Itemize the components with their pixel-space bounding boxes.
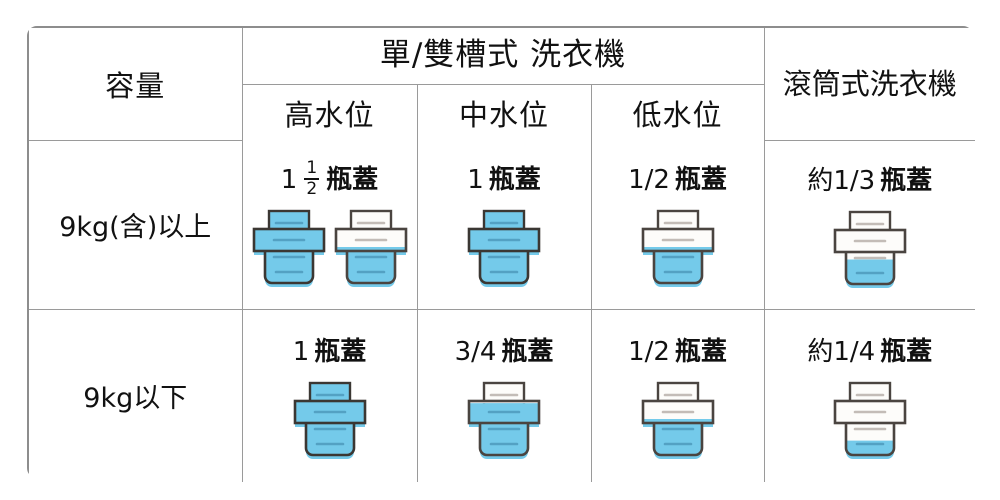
header-drum-washer-label: 滾筒式洗衣機 [782, 66, 957, 101]
bottle-cap-icon-r0c2k0 [641, 210, 714, 288]
bottle-cap-icon-r1c3k0 [833, 381, 907, 459]
dose-unit: 瓶蓋 [501, 336, 554, 367]
row-label-cell-0: 9kg(含)以上 [29, 140, 243, 310]
dose-amount-text: 1 [467, 165, 484, 196]
cap-icon-group [833, 208, 907, 288]
header-water-mid-label: 中水位 [458, 97, 549, 132]
bottle-cap-icon-r0c0k1 [334, 210, 407, 288]
cap-icon-group [467, 379, 541, 459]
header-water-high-label: 高水位 [284, 97, 375, 132]
bottle-cap-icon-r0c0k0 [252, 210, 325, 288]
table-head: 容量 單/雙槽式 洗衣機 滾筒式洗衣機 高水位 中水位 [29, 28, 975, 141]
dosage-table: 容量 單/雙槽式 洗衣機 滾筒式洗衣機 高水位 中水位 [29, 28, 975, 482]
dose-unit: 瓶蓋 [314, 336, 367, 367]
dose-unit: 瓶蓋 [326, 165, 379, 196]
row-label-cell-1: 9kg以下 [29, 308, 243, 482]
dose-unit: 瓶蓋 [880, 165, 933, 196]
bottle-cap-icon-r1c1k0 [467, 381, 541, 459]
bottle-cap-icon-r0c3k0 [833, 210, 907, 288]
header-washer-group: 單/雙槽式 洗衣機 [241, 28, 765, 85]
fraction-numerator: 1 [306, 158, 318, 179]
header-water-low: 低水位 [590, 84, 764, 140]
cap-icon-group [641, 379, 715, 459]
header-row-group: 容量 單/雙槽式 洗衣機 滾筒式洗衣機 [29, 28, 975, 141]
bottle-cap-icon-r1c0k0 [293, 381, 366, 459]
header-water-high: 高水位 [242, 84, 418, 140]
dosage-table-frame: 容量 單/雙槽式 洗衣機 滾筒式洗衣機 高水位 中水位 [27, 26, 975, 482]
row-label: 9kg(含)以上 [59, 212, 212, 243]
bottle-cap-icon-r0c1k0 [467, 210, 541, 288]
cap-icon-group [252, 207, 408, 288]
dose-unit: 瓶蓋 [488, 165, 541, 196]
fraction-denominator: 2 [304, 178, 320, 200]
header-row-sub: 高水位 中水位 低水位 [29, 84, 975, 140]
header-capacity-label: 容量 [105, 68, 166, 103]
header-water-mid: 中水位 [416, 84, 592, 140]
cap-icon-group [467, 207, 541, 288]
dose-unit: 瓶蓋 [880, 336, 933, 367]
cap-icon-group [833, 379, 907, 459]
bottle-cap-icon-r1c2k0 [641, 381, 714, 459]
header-water-low-label: 低水位 [632, 97, 723, 132]
dose-unit: 瓶蓋 [674, 336, 727, 367]
cap-icon-group [641, 207, 715, 288]
header-capacity: 容量 [29, 28, 243, 141]
dose-amount-text: 1/2 [628, 165, 670, 196]
row-label: 9kg以下 [83, 383, 188, 415]
dose-amount-text: 1 [292, 336, 310, 367]
cap-icon-group [293, 379, 367, 459]
dose-amount-text: 約1/4 [807, 336, 876, 367]
dose-amount-text: 約1/3 [807, 165, 876, 196]
header-washer-group-label: 單/雙槽式 洗衣機 [379, 37, 627, 74]
dose-amount-text: 1/2 [628, 336, 670, 367]
dose-amount-text: 3/4 [454, 336, 497, 367]
dose-unit: 瓶蓋 [674, 165, 727, 196]
header-drum-washer: 滾筒式洗衣機 [763, 28, 975, 141]
dose-whole-number: 1 [280, 165, 298, 196]
